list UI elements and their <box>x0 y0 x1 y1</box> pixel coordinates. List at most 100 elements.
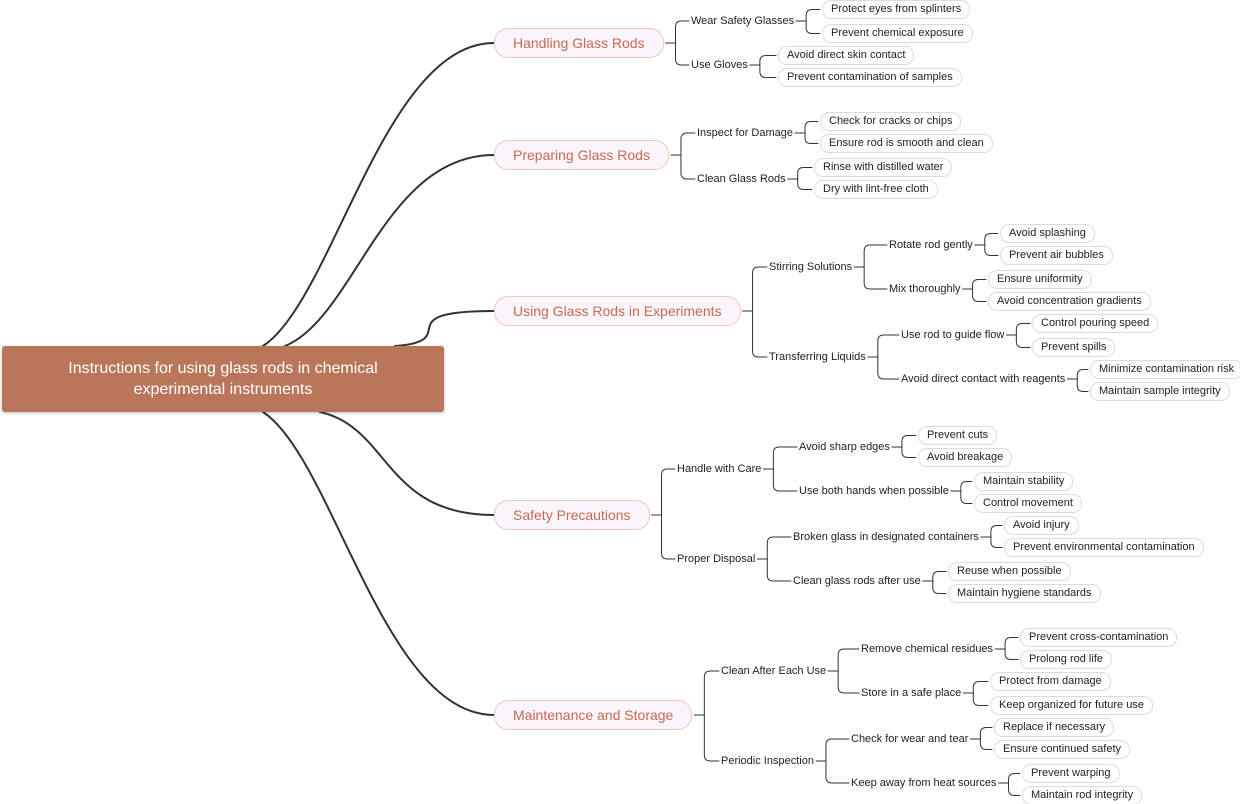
bracket-3-0-1-link-1 <box>960 490 973 504</box>
topic-replace-if-necessary[interactable]: Replace if necessary <box>994 718 1115 737</box>
bracket-3-0-link-1 <box>772 468 798 492</box>
topic-avoid-injury[interactable]: Avoid injury <box>1004 516 1079 535</box>
bracket-4-link-0 <box>703 670 720 716</box>
topic-periodic-inspection[interactable]: Periodic Inspection <box>721 755 814 767</box>
topic-avoid-splashing[interactable]: Avoid splashing <box>1000 224 1095 243</box>
bracket-4-1-link-1 <box>825 760 850 784</box>
topic-prevent-spills[interactable]: Prevent spills <box>1032 338 1116 357</box>
bracket-0-0-link-1 <box>805 20 821 34</box>
bracket-1-link-0 <box>680 132 696 156</box>
bracket-4-0-0-link-1 <box>1004 648 1019 660</box>
topic-avoid-sharp-edges[interactable]: Avoid sharp edges <box>799 441 890 453</box>
bracket-1-0-link-1 <box>804 132 819 144</box>
bracket-2-0-0-link-1 <box>984 244 999 256</box>
topic-transferring-liquids[interactable]: Transferring Liquids <box>769 351 866 363</box>
topic-store-safe-place[interactable]: Store in a safe place <box>861 687 962 699</box>
topic-check-cracks[interactable]: Check for cracks or chips <box>820 112 962 131</box>
topic-dry-lint-free[interactable]: Dry with lint-free cloth <box>814 180 938 199</box>
topic-use-both-hands[interactable]: Use both hands when possible <box>799 485 949 497</box>
bracket-2-0-1-link-1 <box>972 288 987 302</box>
bracket-0-link-0 <box>675 20 690 44</box>
topic-minimize-contamination[interactable]: Minimize contamination risk <box>1090 360 1240 379</box>
topic-clean-after-use[interactable]: Clean glass rods after use <box>793 575 921 587</box>
bracket-1-1-link-0 <box>797 167 813 180</box>
topic-avoid-contact-reagents[interactable]: Avoid direct contact with reagents <box>901 373 1066 385</box>
bracket-2-0-0-link-0 <box>984 233 999 246</box>
topic-ensure-uniformity[interactable]: Ensure uniformity <box>988 270 1092 289</box>
topic-prevent-warping[interactable]: Prevent warping <box>1022 764 1120 783</box>
branch-safety-precautions[interactable]: Safety Precautions <box>494 500 650 530</box>
branch-connector-4 <box>262 411 495 716</box>
topic-prevent-env-contamination[interactable]: Prevent environmental contamination <box>1004 538 1204 557</box>
topic-prevent-chemical-exposure[interactable]: Prevent chemical exposure <box>822 24 973 43</box>
root-topic[interactable]: Instructions for using glass rods in che… <box>2 346 444 412</box>
topic-maintain-stability[interactable]: Maintain stability <box>974 472 1074 491</box>
branch-handling-glass-rods[interactable]: Handling Glass Rods <box>494 28 664 58</box>
bracket-3-0-0-link-1 <box>901 446 917 458</box>
bracket-1-1-link-1 <box>797 178 813 190</box>
topic-mix-thoroughly[interactable]: Mix thoroughly <box>889 283 961 295</box>
topic-ensure-continued-safety[interactable]: Ensure continued safety <box>994 740 1131 759</box>
topic-keep-organized[interactable]: Keep organized for future use <box>990 696 1153 715</box>
topic-stirring-solutions[interactable]: Stirring Solutions <box>769 261 853 273</box>
topic-use-gloves[interactable]: Use Gloves <box>691 59 748 71</box>
topic-keep-away-heat[interactable]: Keep away from heat sources <box>851 777 997 789</box>
bracket-0-1-link-0 <box>759 55 777 66</box>
topic-ensure-smooth-clean[interactable]: Ensure rod is smooth and clean <box>820 134 993 153</box>
topic-control-movement[interactable]: Control movement <box>974 494 1082 513</box>
topic-maintain-sample-integrity[interactable]: Maintain sample integrity <box>1090 382 1230 401</box>
topic-clean-glass-rods[interactable]: Clean Glass Rods <box>697 173 786 185</box>
bracket-4-1-1-link-0 <box>1008 773 1021 784</box>
bracket-4-0-1-link-1 <box>972 692 989 706</box>
topic-prolong-rod-life[interactable]: Prolong rod life <box>1020 650 1112 669</box>
branch-connector-2 <box>394 310 495 347</box>
bracket-3-0-link-0 <box>772 446 798 470</box>
branch-connector-0 <box>262 42 495 347</box>
bracket-2-link-1 <box>752 310 768 358</box>
bracket-1-0-link-0 <box>804 121 819 134</box>
topic-protect-eyes[interactable]: Protect eyes from splinters <box>822 0 971 19</box>
bracket-3-link-1 <box>661 514 676 560</box>
branch-maintenance-storage[interactable]: Maintenance and Storage <box>494 700 693 730</box>
bracket-4-1-1-link-1 <box>1008 782 1021 796</box>
topic-prevent-air-bubbles[interactable]: Prevent air bubbles <box>1000 246 1113 265</box>
bracket-3-1-link-0 <box>766 536 792 560</box>
topic-protect-from-damage[interactable]: Protect from damage <box>990 672 1111 691</box>
branch-using-glass-rods[interactable]: Using Glass Rods in Experiments <box>494 296 741 326</box>
topic-rotate-rod-gently[interactable]: Rotate rod gently <box>889 239 973 251</box>
topic-avoid-gradients[interactable]: Avoid concentration gradients <box>988 292 1151 311</box>
bracket-2-0-link-1 <box>863 266 888 290</box>
topic-use-rod-guide-flow[interactable]: Use rod to guide flow <box>901 329 1005 341</box>
bracket-3-0-0-link-0 <box>901 435 917 448</box>
bracket-2-1-link-1 <box>877 356 900 380</box>
topic-avoid-breakage[interactable]: Avoid breakage <box>918 448 1013 467</box>
topic-proper-disposal[interactable]: Proper Disposal <box>677 553 756 565</box>
bracket-4-0-link-1 <box>837 670 860 694</box>
topic-inspect-for-damage[interactable]: Inspect for Damage <box>697 127 793 139</box>
bracket-2-1-0-link-1 <box>1015 334 1031 348</box>
bracket-4-1-0-link-1 <box>979 738 993 750</box>
topic-check-wear-tear[interactable]: Check for wear and tear <box>851 733 969 745</box>
topic-avoid-skin-contact[interactable]: Avoid direct skin contact <box>778 46 915 65</box>
topic-remove-residues[interactable]: Remove chemical residues <box>861 643 994 655</box>
topic-prevent-sample-contamination[interactable]: Prevent contamination of samples <box>778 68 962 87</box>
topic-maintain-hygiene[interactable]: Maintain hygiene standards <box>948 584 1101 603</box>
branch-preparing-glass-rods[interactable]: Preparing Glass Rods <box>494 140 669 170</box>
bracket-2-1-1-link-0 <box>1076 369 1089 380</box>
topic-clean-after-each-use[interactable]: Clean After Each Use <box>721 665 827 677</box>
topic-reuse-when-possible[interactable]: Reuse when possible <box>948 562 1071 581</box>
topic-control-pouring[interactable]: Control pouring speed <box>1032 314 1159 333</box>
topic-handle-with-care[interactable]: Handle with Care <box>677 463 762 475</box>
topic-prevent-cross-contamination[interactable]: Prevent cross-contamination <box>1020 628 1178 647</box>
bracket-1-link-1 <box>680 154 696 180</box>
bracket-4-1-link-0 <box>825 738 850 762</box>
topic-wear-safety-glasses[interactable]: Wear Safety Glasses <box>691 15 795 27</box>
bracket-3-link-0 <box>661 468 676 516</box>
topic-broken-glass-containers[interactable]: Broken glass in designated containers <box>793 531 979 543</box>
bracket-2-1-0-link-0 <box>1015 323 1031 336</box>
topic-rinse-distilled[interactable]: Rinse with distilled water <box>814 158 953 177</box>
bracket-3-1-link-1 <box>766 558 792 582</box>
topic-prevent-cuts[interactable]: Prevent cuts <box>918 426 998 445</box>
topic-maintain-rod-integrity[interactable]: Maintain rod integrity <box>1022 786 1143 804</box>
bracket-3-1-0-link-0 <box>990 525 1003 538</box>
